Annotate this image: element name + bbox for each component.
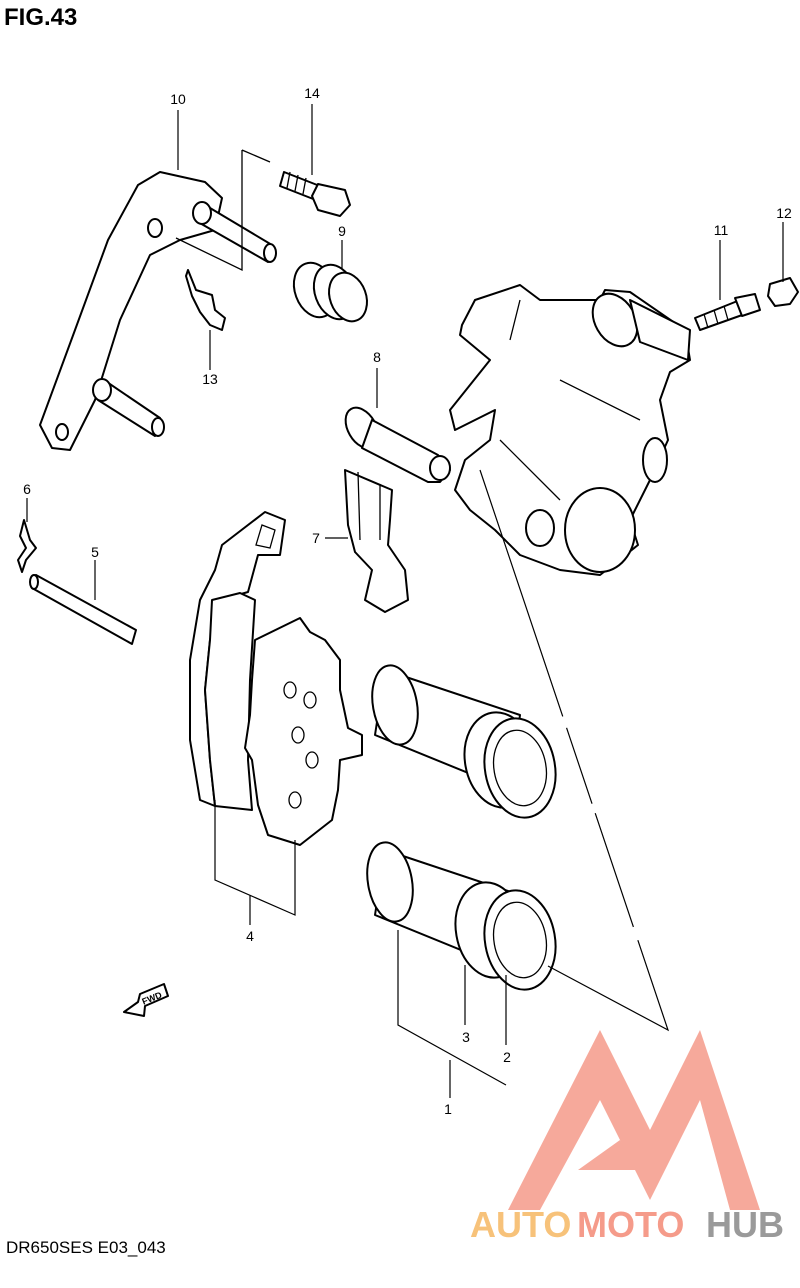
part-8-slide-pin (344, 406, 451, 483)
callout-2: 2 (503, 1049, 511, 1065)
part-13-clip (185, 269, 226, 331)
part-10-caliper-bracket (39, 149, 277, 451)
callout-11: 11 (714, 222, 729, 238)
part-1-piston-lower (366, 841, 557, 991)
part-12-cap (767, 277, 799, 307)
part-4-brake-pad-inner (244, 617, 363, 846)
part-11-bleeder-screw (694, 293, 761, 331)
part-4-brake-pad-outer (189, 511, 286, 811)
callout-7: 7 (312, 530, 320, 546)
part-1-piston-upper (371, 664, 557, 819)
arrow-fwd-icon: FWD (123, 983, 169, 1017)
callout-4: 4 (246, 928, 254, 944)
callout-5: 5 (91, 544, 99, 560)
callout-10: 10 (170, 91, 186, 107)
callout-8: 8 (373, 349, 381, 365)
caliper-body (449, 284, 691, 576)
diagram-code: DR650SES E03_043 (6, 1238, 166, 1257)
callout-13: 13 (202, 371, 218, 387)
callout-12: 12 (776, 205, 792, 221)
callout-6: 6 (23, 481, 31, 497)
callout-3: 3 (462, 1029, 470, 1045)
callout-14: 14 (304, 85, 320, 101)
part-9-boot (292, 261, 368, 323)
callout-9: 9 (338, 223, 346, 239)
part-7-pad-spring (344, 469, 409, 613)
part-6-clip (17, 519, 37, 573)
callout-1: 1 (444, 1101, 452, 1117)
callout-numbers: 1 2 3 4 5 6 7 8 9 10 11 12 13 14 (23, 85, 792, 1117)
leader-lines (26, 104, 784, 1098)
figure-title: FIG.43 (4, 4, 78, 31)
part-14-bolt (279, 171, 351, 217)
part-5-pad-pin (29, 574, 137, 645)
